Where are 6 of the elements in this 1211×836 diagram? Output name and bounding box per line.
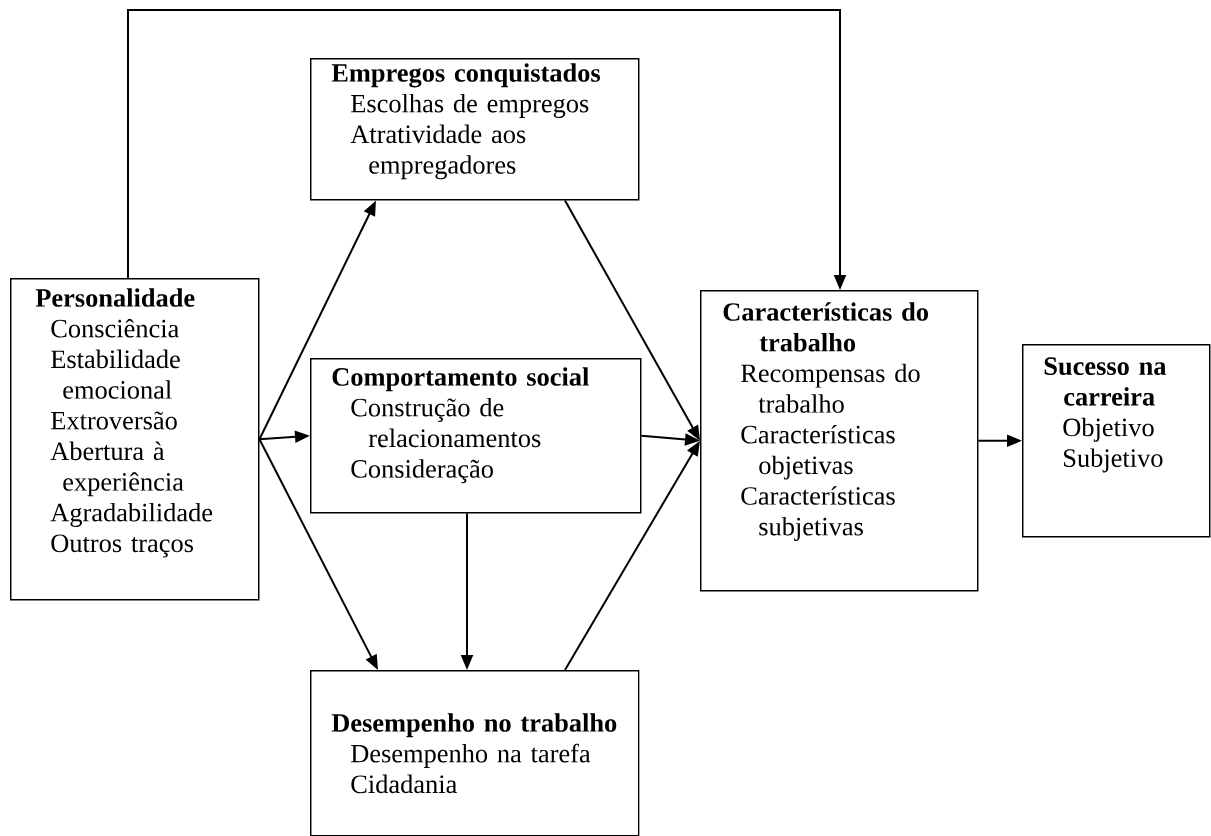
text-box: Personalidade Consciência Estabilidade emocional Extroversão Abertura à experiência Agradabilidade Outros traços [10,278,260,601]
text-box: Características do trabalho Recompensas do trabalho Características objetivas Características subjetivas [700,290,979,592]
text-box: Sucesso na carreira Objetivo Subjetivo [1022,344,1211,538]
text-box: Desempenho no trabalho Desempenho na tarefa Cidadania [310,670,640,836]
text-box: Comportamento social Construção de relacionamentos Consideração [310,358,642,514]
text-box: Empregos conquistados Escolhas de empregos Atratividade aos empregadores [310,58,640,201]
